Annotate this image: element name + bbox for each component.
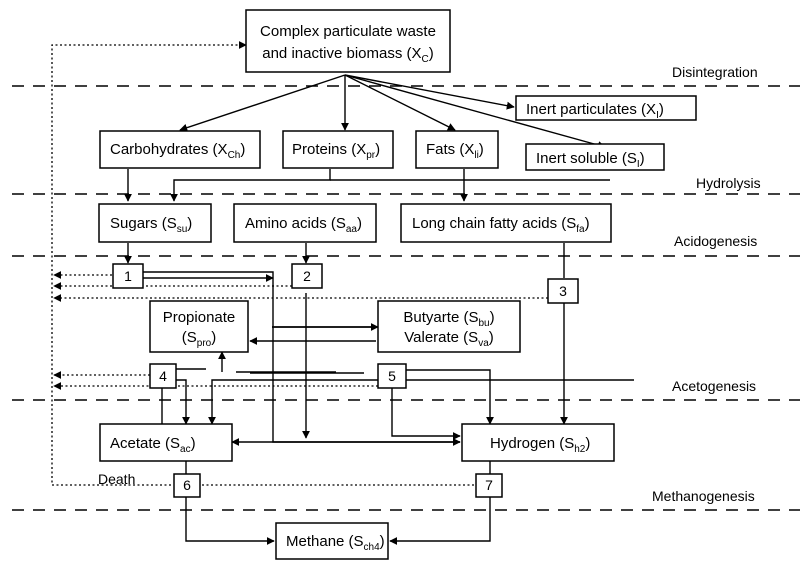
edge-5-acetate [208, 379, 378, 425]
node-butyrate-valerate: Butyarte (Sbu) Valerate (Sva) [377, 300, 521, 353]
valerate-label: Valerate (Sva) [404, 329, 494, 349]
flow-edges [124, 74, 634, 545]
edge-proteins-sugars [170, 169, 331, 202]
process-box-3: 3 [547, 278, 579, 304]
proteins-label: Proteins (Xpr) [292, 141, 380, 161]
node-inert-particulates: Inert particulates (XI) [515, 95, 697, 121]
node-methane: Methane (Sch4) [275, 522, 389, 560]
node-carbohydrates: Carbohydrates (XCh) [99, 130, 261, 169]
stage-labels: Disintegration Hydrolysis Acidogenesis A… [652, 64, 761, 504]
stage-label-hydrolysis: Hydrolysis [696, 175, 761, 191]
death-return-line [51, 41, 247, 486]
death-recycle-lines: Death [51, 41, 548, 487]
process-box-4: 4 [149, 363, 177, 389]
process-label-2: 2 [303, 268, 311, 284]
node-acetate: Acetate (Sac) [99, 423, 233, 462]
edge-xc-inert-soluble [344, 74, 606, 149]
hydrogen-label: Hydrogen (Sh2) [490, 435, 590, 455]
process-box-7: 7 [475, 473, 503, 498]
process-label-1: 1 [124, 268, 132, 284]
stage-label-disintegration: Disintegration [672, 64, 758, 80]
process-boxes: 1 2 3 4 5 6 7 [112, 263, 579, 498]
node-proteins: Proteins (Xpr) [282, 130, 394, 169]
process-label-4: 4 [159, 368, 167, 384]
inert-particulates-label: Inert particulates (XI) [526, 101, 664, 121]
node-sugars: Sugars (Ssu) [98, 203, 212, 243]
edge-7-methane [389, 497, 491, 545]
amino-acids-label: Amino acids (Saa) [245, 215, 362, 235]
node-lcfa: Long chain fatty acids (Sfa) [400, 203, 612, 243]
lcfa-label: Long chain fatty acids (Sfa) [412, 215, 590, 235]
stage-label-acidogenesis: Acidogenesis [674, 233, 757, 249]
node-complex: Complex particulate waste and inactive b… [245, 9, 451, 73]
process-label-3: 3 [559, 283, 567, 299]
process-label-7: 7 [485, 477, 493, 493]
stage-label-methanogenesis: Methanogenesis [652, 488, 755, 504]
edge-4-acetate [176, 379, 190, 425]
propionate-label-line2: (Spro) [182, 329, 216, 349]
death-label: Death [98, 471, 135, 487]
edge-xc-carbohydrates [179, 74, 346, 132]
stage-dividers [12, 85, 800, 511]
node-fats: Fats (Xli) [415, 130, 499, 169]
butyrate-label: Butyarte (Sbu) [403, 309, 494, 329]
process-label-5: 5 [388, 368, 396, 384]
edge-5-hydrogen [406, 369, 494, 425]
node-amino-acids: Amino acids (Saa) [233, 203, 377, 243]
sugars-label: Sugars (Ssu) [110, 215, 192, 235]
process-label-6: 6 [183, 477, 191, 493]
fats-label: Fats (Xli) [426, 141, 484, 161]
methane-label: Methane (Sch4) [286, 533, 385, 553]
process-box-2: 2 [291, 263, 323, 289]
edge-xc-fats [344, 74, 456, 131]
process-box-1: 1 [112, 263, 144, 289]
node-propionate: Propionate (Spro) [149, 300, 249, 353]
node-inert-soluble: Inert soluble (SI) [525, 143, 665, 171]
stage-label-acetogenesis: Acetogenesis [672, 378, 756, 394]
process-box-5: 5 [377, 363, 407, 389]
process-box-6: 6 [173, 473, 201, 498]
carbohydrates-label: Carbohydrates (XCh) [110, 141, 245, 161]
propionate-label-line1: Propionate [163, 309, 236, 326]
acetate-label: Acetate (Sac) [110, 435, 196, 455]
edge-6-methane [185, 497, 275, 545]
inert-soluble-label: Inert soluble (SI) [536, 150, 645, 170]
node-hydrogen: Hydrogen (Sh2) [461, 423, 615, 462]
complex-label-line2: and inactive biomass (XC) [262, 45, 433, 65]
edge-5-hydrogen-b [391, 388, 461, 440]
edge-xc-inert-particulates [344, 74, 515, 110]
complex-label-line1: Complex particulate waste [260, 23, 436, 40]
